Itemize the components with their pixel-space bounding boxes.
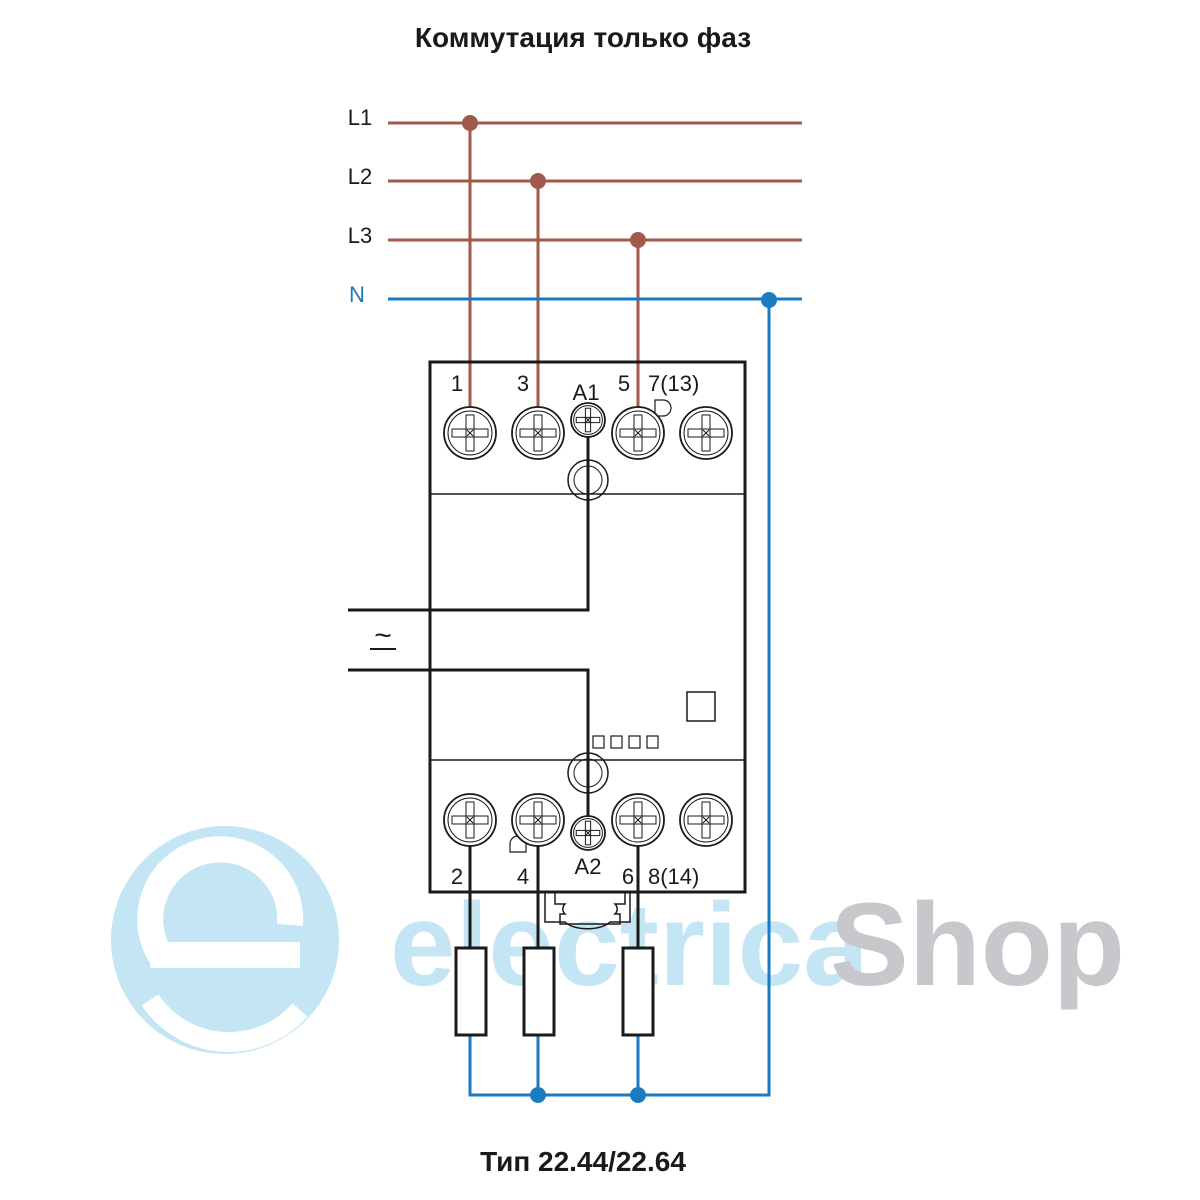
diagram-title: Коммутация только фаз bbox=[415, 22, 751, 53]
label-n: N bbox=[349, 282, 365, 307]
terminal-label-1: 1 bbox=[451, 371, 463, 396]
type-caption: Тип 22.44/22.64 bbox=[480, 1146, 686, 1177]
phase-junctions bbox=[462, 115, 646, 248]
terminal-label-2: 2 bbox=[451, 864, 463, 889]
load-3 bbox=[621, 946, 655, 1037]
label-l1: L1 bbox=[348, 105, 372, 130]
terminal-7-13-screw-icon bbox=[679, 406, 733, 460]
terminal-label-4: 4 bbox=[517, 864, 529, 889]
load-1 bbox=[454, 946, 488, 1037]
terminal-label-a2: A2 bbox=[575, 854, 602, 879]
load-2 bbox=[522, 946, 556, 1037]
label-l3: L3 bbox=[348, 223, 372, 248]
label-l2: L2 bbox=[348, 164, 372, 189]
terminal-2-screw-icon bbox=[443, 793, 497, 847]
terminal-3-screw-icon bbox=[511, 406, 565, 460]
terminal-screws bbox=[443, 402, 733, 851]
terminal-label-8-14: 8(14) bbox=[648, 864, 699, 889]
phase-lines bbox=[388, 121, 802, 408]
terminal-label-3: 3 bbox=[517, 371, 529, 396]
neutral-lines bbox=[388, 297, 802, 1097]
terminal-label-5: 5 bbox=[618, 371, 630, 396]
terminal-1-screw-icon bbox=[443, 406, 497, 460]
terminal-5-screw-icon bbox=[611, 406, 665, 460]
terminal-label-a1: A1 bbox=[573, 380, 600, 405]
watermark-logo bbox=[111, 826, 339, 1054]
ac-supply-symbol: ~ bbox=[374, 619, 392, 652]
coil-wires bbox=[348, 437, 640, 948]
watermark-text-shop: Shop bbox=[830, 879, 1125, 1011]
terminal-4-screw-icon bbox=[511, 793, 565, 847]
terminal-label-7-13: 7(13) bbox=[648, 371, 699, 396]
terminal-a1-screw-icon bbox=[570, 402, 606, 438]
terminal-a2-screw-icon bbox=[570, 815, 606, 851]
neutral-junctions bbox=[530, 292, 777, 1103]
loads bbox=[454, 946, 655, 1037]
terminal-label-6: 6 bbox=[622, 864, 634, 889]
terminal-6-screw-icon bbox=[611, 793, 665, 847]
terminal-8-14-screw-icon bbox=[679, 793, 733, 847]
